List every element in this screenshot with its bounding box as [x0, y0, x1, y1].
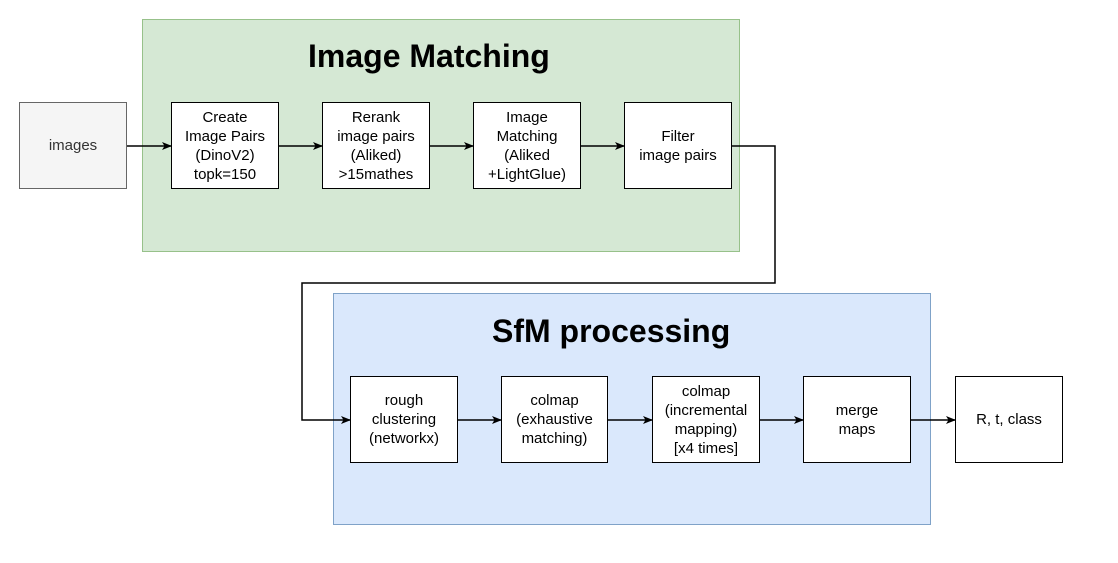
sfm-processing-title: SfM processing: [492, 313, 731, 349]
filter-image-pairs-node: Filter image pairs: [624, 102, 732, 189]
create-image-pairs-node: Create Image Pairs (DinoV2) topk=150: [171, 102, 279, 189]
output-node: R, t, class: [955, 376, 1063, 463]
colmap-exhaustive-label: colmap (exhaustive matching): [516, 392, 593, 447]
colmap-incremental-node: colmap (incremental mapping) [x4 times]: [652, 376, 760, 463]
image-matching-title: Image Matching: [308, 38, 550, 74]
rough-clustering-node: rough clustering (networkx): [350, 376, 458, 463]
filter-image-pairs-label: Filter image pairs: [639, 127, 717, 164]
output-label: R, t, class: [976, 411, 1042, 428]
image-matching-label: Image Matching (Aliked +LightGlue): [488, 108, 566, 183]
images-label: images: [48, 137, 98, 154]
merge-maps-node: merge maps: [803, 376, 911, 463]
rerank-image-pairs-label: Rerank image pairs (Aliked) >15mathes: [337, 108, 415, 183]
images-node: images: [19, 102, 127, 189]
colmap-exhaustive-node: colmap (exhaustive matching): [501, 376, 608, 463]
create-image-pairs-label: Create Image Pairs (DinoV2) topk=150: [184, 108, 266, 183]
image-matching-node: Image Matching (Aliked +LightGlue): [473, 102, 581, 189]
rerank-image-pairs-node: Rerank image pairs (Aliked) >15mathes: [322, 102, 430, 189]
edge-filter-to-clustering: [301, 145, 776, 424]
merge-maps-label: merge maps: [835, 401, 879, 438]
colmap-incremental-label: colmap (incremental mapping) [x4 times]: [664, 382, 748, 457]
rough-clustering-label: rough clustering (networkx): [368, 392, 439, 447]
